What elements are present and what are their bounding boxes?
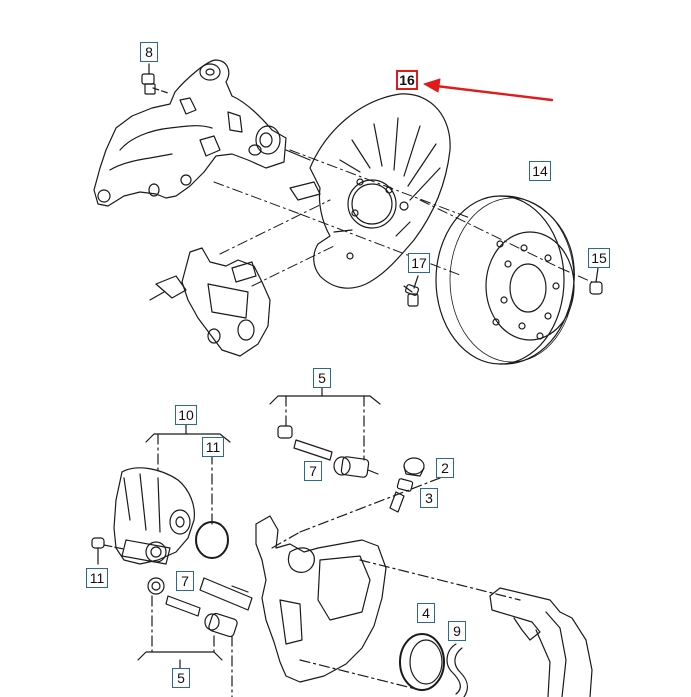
- callout-8[interactable]: 8: [140, 42, 158, 62]
- callout-10[interactable]: 10: [175, 405, 197, 425]
- assembly-lines-top: [213, 149, 593, 287]
- wheel-bearing-housing: [93, 59, 311, 207]
- callout-2[interactable]: 2: [436, 458, 454, 478]
- callout-16[interactable]: 16: [396, 70, 418, 90]
- seal-4: [399, 633, 445, 691]
- bracket-5-bottom: [137, 595, 233, 697]
- spring-clip-9: [446, 643, 469, 697]
- callout-4[interactable]: 4: [417, 603, 435, 623]
- splash-plate-16: [289, 93, 451, 289]
- cap-2: [403, 457, 425, 477]
- caliper-housing: [199, 477, 521, 691]
- o-ring-11: [195, 521, 229, 559]
- callout-5-top[interactable]: 5: [313, 368, 331, 388]
- brake-disc-14: [435, 195, 575, 365]
- bleed-valve-3: [389, 478, 414, 513]
- callout-14[interactable]: 14: [529, 161, 551, 181]
- brake-pad: [489, 587, 593, 697]
- callout-11-left[interactable]: 11: [86, 568, 108, 588]
- callout-5-bottom[interactable]: 5: [172, 668, 190, 688]
- bolt-8: [141, 63, 169, 95]
- bolt-15: [589, 267, 603, 295]
- bolt-11-left: [91, 537, 125, 565]
- callout-17[interactable]: 17: [408, 253, 430, 273]
- bracket-5-top: [269, 385, 381, 461]
- callout-7-bottom[interactable]: 7: [176, 571, 194, 591]
- bracket-10: [145, 423, 231, 525]
- callout-3[interactable]: 3: [420, 488, 438, 508]
- guide-pin-7-bottom: [147, 577, 238, 638]
- highlight-arrow: [423, 78, 554, 102]
- brake-motor-10: [113, 467, 195, 565]
- callout-9[interactable]: 9: [448, 621, 466, 641]
- bolt-17: [403, 275, 420, 307]
- callout-7-top[interactable]: 7: [304, 461, 322, 481]
- guide-pin-7-top: [277, 425, 379, 478]
- callout-15[interactable]: 15: [588, 248, 610, 268]
- callout-11-top[interactable]: 11: [202, 437, 224, 457]
- caliper-carrier-top: [149, 247, 271, 357]
